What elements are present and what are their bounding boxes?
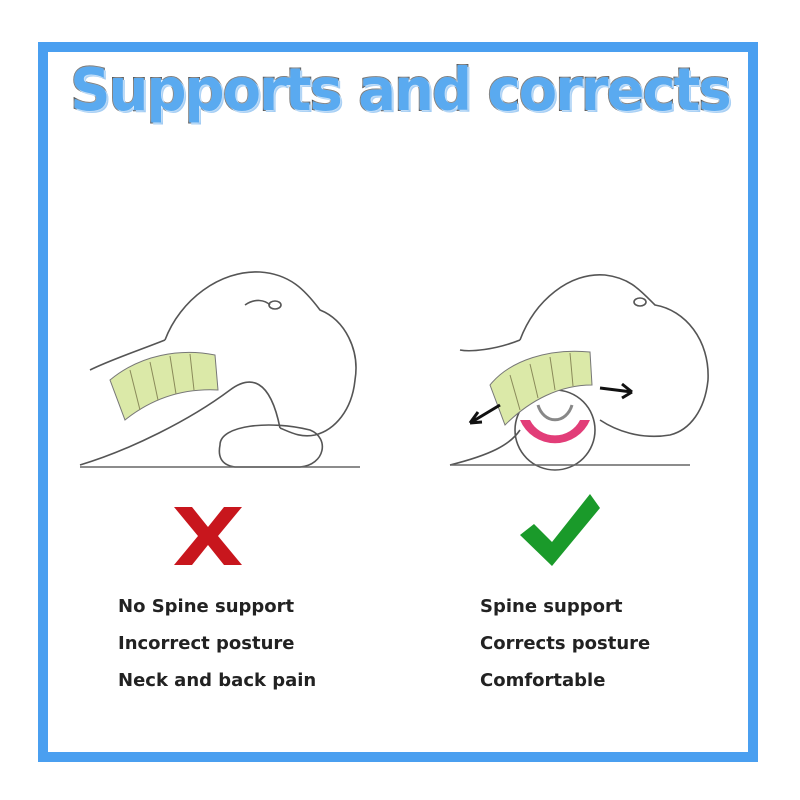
spine xyxy=(109,351,219,421)
cons-item: Incorrect posture xyxy=(118,633,295,654)
border-frame xyxy=(38,42,758,762)
head-outline xyxy=(164,271,357,437)
pros-item: Comfortable xyxy=(480,670,606,691)
cons-item: No Spine support xyxy=(118,596,295,617)
cons-list: No Spine support Incorrect posture Neck … xyxy=(118,588,316,699)
pros-item: Spine support xyxy=(480,596,623,617)
arrow-left-icon xyxy=(468,403,501,425)
spine xyxy=(489,350,593,426)
flat-pillow xyxy=(218,424,324,468)
check-icon xyxy=(520,494,600,566)
pros-list: Spine support Corrects posture Comfortab… xyxy=(480,588,650,699)
cons-item: Neck and back pain xyxy=(118,670,317,691)
headline: Supports and corrects xyxy=(69,55,732,125)
arrow-right-icon xyxy=(599,382,633,400)
correct-posture-illustration xyxy=(449,274,709,471)
cross-icon xyxy=(174,507,242,565)
pros-item: Corrects posture xyxy=(480,633,651,654)
head-outline xyxy=(519,274,709,438)
incorrect-posture-illustration xyxy=(79,271,360,468)
